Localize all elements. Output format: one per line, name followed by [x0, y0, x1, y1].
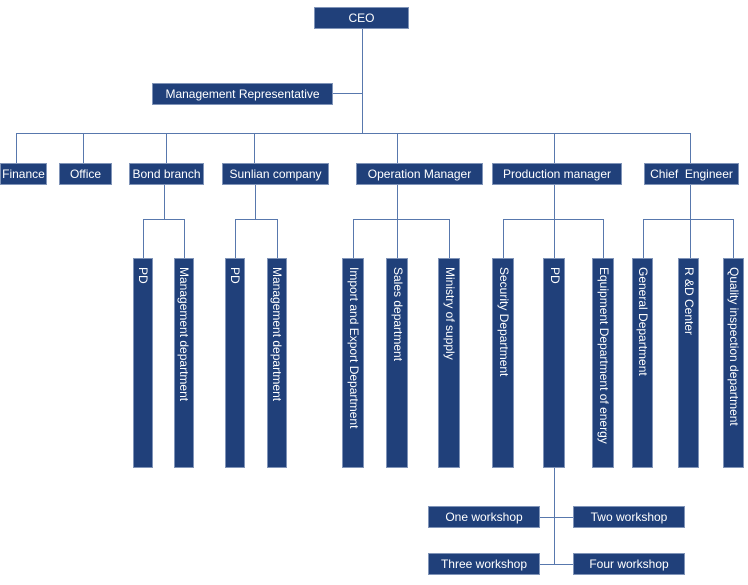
connector-operation-bus: [353, 219, 450, 220]
connector-sales-drop: [397, 219, 398, 258]
node-finance: Finance: [0, 163, 47, 185]
connector-drop-chief: [690, 133, 691, 163]
node-bond-pd: PD: [133, 258, 153, 468]
connector-chief-bus: [643, 219, 734, 220]
connector-drop-finance: [16, 133, 17, 163]
node-two-workshop: Two workshop: [573, 506, 685, 528]
connector-bond-pd-drop: [143, 219, 144, 258]
connector-workshops-row2: [540, 564, 573, 565]
node-production-pd: PD: [543, 258, 565, 468]
node-operation-manager: Operation Manager: [356, 163, 483, 185]
node-bond-management-department: Management department: [174, 258, 194, 468]
connector-production-pd-drop: [554, 219, 555, 258]
node-sunlian-management-department: Management department: [267, 258, 287, 468]
node-three-workshop: Three workshop: [428, 553, 540, 575]
node-office: Office: [59, 163, 112, 185]
node-chief-engineer: Chief Engineer: [644, 163, 739, 185]
connector-quality-drop: [733, 219, 734, 258]
node-sales-department: Sales department: [386, 258, 408, 468]
node-sunlian-pd: PD: [225, 258, 245, 468]
connector-sunlian-mgmt-drop: [277, 219, 278, 258]
connector-sunlian-stem: [255, 185, 256, 219]
connector-drop-sunlian: [254, 133, 255, 163]
connector-chief-stem: [690, 185, 691, 219]
connector-main-bus: [16, 133, 691, 134]
connector-bond-stem: [164, 185, 165, 219]
connector-general-drop: [643, 219, 644, 258]
node-production-manager: Production manager: [492, 163, 622, 185]
connector-ministry-drop: [449, 219, 450, 258]
connector-production-stem: [554, 185, 555, 219]
connector-equipment-drop: [603, 219, 604, 258]
connector-import-export-drop: [353, 219, 354, 258]
connector-workshops-row1: [540, 517, 573, 518]
connector-bond-bus: [143, 219, 185, 220]
node-general-department: General Department: [632, 258, 653, 468]
node-ceo: CEO: [314, 7, 409, 29]
node-import-export-department: Import and Export Department: [342, 258, 364, 468]
node-one-workshop: One workshop: [428, 506, 540, 528]
connector-sunlian-pd-drop: [235, 219, 236, 258]
connector-security-drop: [503, 219, 504, 258]
node-quality-inspection-department: Quality inspection department: [723, 258, 744, 468]
node-rd-center: R &D Center: [678, 258, 699, 468]
connector-ceo-trunk: [362, 29, 363, 133]
node-security-department: Security Department: [492, 258, 514, 468]
connector-management-representative: [333, 93, 362, 94]
node-ministry-of-supply: Ministry of supply: [438, 258, 460, 468]
node-four-workshop: Four workshop: [573, 553, 685, 575]
node-bond-branch: Bond branch: [129, 163, 204, 185]
connector-bond-mgmt-drop: [184, 219, 185, 258]
connector-rd-drop: [690, 219, 691, 258]
connector-production-bus: [503, 219, 604, 220]
connector-drop-production: [554, 133, 555, 163]
node-sunlian-company: Sunlian company: [222, 163, 329, 185]
connector-drop-office: [83, 133, 84, 163]
connector-operation-stem: [397, 185, 398, 219]
connector-drop-bond-branch: [166, 133, 167, 163]
connector-sunlian-bus: [235, 219, 278, 220]
connector-drop-operation: [397, 133, 398, 163]
node-management-representative: Management Representative: [152, 83, 333, 105]
node-equipment-department-of-energy: Equipment Department of energy: [592, 258, 614, 468]
connector-workshops-stem: [554, 468, 555, 565]
